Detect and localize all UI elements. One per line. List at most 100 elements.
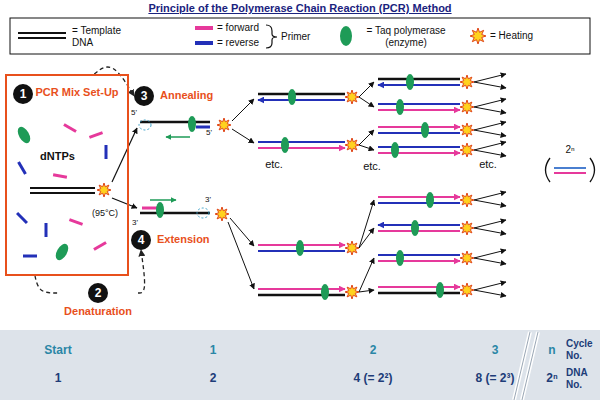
pcr-figure	[15, 25, 594, 400]
taq-enzyme	[321, 284, 329, 300]
cycle-arrow	[474, 130, 506, 136]
break-mark	[514, 332, 538, 400]
cycle-arrow	[474, 107, 506, 113]
cycle-arrow	[474, 82, 506, 88]
cycle-arrow	[474, 250, 506, 258]
cycle-arrow	[474, 200, 506, 206]
heating-star	[345, 241, 359, 255]
bracket	[546, 158, 551, 182]
reverse-strand	[378, 224, 460, 226]
cycle-arrow	[359, 290, 374, 292]
template-strand	[378, 78, 460, 81]
taq-enzyme	[411, 220, 419, 236]
cycle-arrow	[474, 142, 506, 150]
table-band	[0, 330, 600, 400]
cycle-arrow	[474, 74, 506, 82]
cycle-arrow	[359, 228, 374, 248]
forward-strand	[378, 286, 460, 288]
process-box: 1PCR Mix Set-Up dNTPs	[5, 74, 129, 276]
step-arrow	[112, 198, 137, 208]
taq-enzyme	[396, 250, 404, 266]
cycle-arrow	[474, 228, 506, 234]
heating-star	[460, 123, 474, 137]
binding-site	[139, 120, 151, 130]
heating-star	[460, 75, 474, 89]
heating-star	[215, 207, 229, 221]
reverse-strand	[258, 99, 345, 101]
step-circle: 1	[13, 84, 33, 104]
taq-enzyme	[396, 99, 404, 115]
table-cell: n	[548, 343, 555, 357]
primer-piece	[53, 173, 67, 178]
forward-primer	[142, 207, 158, 210]
legend-text: = reverse	[217, 37, 259, 49]
table-cell: 8 (= 2³)	[475, 371, 514, 385]
box-heading: PCR Mix Set-Up	[31, 86, 123, 99]
legend-template-sample	[18, 32, 66, 34]
table-cell: 1	[55, 371, 62, 385]
taq-enzyme	[156, 202, 164, 218]
forward-strand	[378, 196, 460, 198]
box-text: dNTPs	[40, 150, 75, 162]
taq-enzyme	[281, 137, 289, 153]
taq-enzyme	[53, 242, 71, 263]
forward-strand	[378, 260, 460, 262]
primer-piece	[69, 218, 83, 226]
heating-star	[345, 285, 359, 299]
reverse-strand	[378, 146, 460, 148]
step-circle: 4Extension	[131, 230, 210, 250]
legend-swatch	[195, 41, 213, 45]
taq-enzyme	[188, 116, 196, 132]
direction-arrow	[166, 136, 190, 138]
taq-enzyme	[391, 142, 399, 158]
primer-piece	[89, 131, 103, 139]
legend-frame	[10, 18, 590, 54]
table-cell: 3	[492, 343, 499, 357]
primer-piece	[63, 123, 77, 133]
reverse-strand	[378, 254, 460, 256]
product-strand	[554, 172, 586, 174]
cycle-arrow	[474, 282, 506, 290]
cycle-arrow	[359, 97, 374, 107]
step-circle: 3Annealing	[134, 86, 213, 106]
cycle-arrow	[359, 200, 374, 248]
taq-enzyme	[426, 192, 434, 208]
table-cell: Cycle No.	[566, 338, 598, 362]
cycle-arrow	[228, 222, 254, 289]
legend-template-sample	[18, 37, 66, 39]
reverse-strand	[378, 84, 460, 86]
step-heading: Extension	[157, 233, 210, 246]
taq-enzyme	[436, 282, 444, 298]
cycle-arrow	[474, 150, 506, 156]
table-cell: 4 (= 2²)	[353, 371, 392, 385]
primer-piece	[17, 161, 27, 175]
diagram-title: Principle of the Polymerase Chain Reacti…	[0, 2, 600, 14]
dashed-connector	[35, 276, 58, 293]
table-cell: 1	[210, 343, 217, 357]
cycle-arrow	[474, 192, 506, 200]
table-cell: DNA No.	[566, 367, 598, 391]
heating-star	[97, 183, 111, 197]
legend-text: = Heating	[490, 30, 533, 42]
forward-strand	[258, 147, 345, 149]
legend-text: = Taq polymerase (enzyme)	[358, 25, 454, 49]
table-cell: 2ⁿ	[546, 371, 557, 385]
reverse-strand	[258, 141, 345, 143]
bracket	[590, 158, 595, 182]
primer-piece	[105, 145, 108, 159]
template-strand	[258, 294, 345, 297]
legend-text: = Template DNA	[72, 25, 130, 49]
heating-star	[460, 143, 474, 157]
cycle-arrow	[230, 218, 254, 246]
step-number: 2	[88, 283, 108, 303]
figure-label: (95°C)	[92, 208, 118, 219]
figure-label: 5'	[131, 108, 137, 118]
reverse-strand	[378, 103, 460, 105]
forward-strand	[378, 126, 460, 128]
cycle-arrow	[474, 220, 506, 228]
step-heading: Denaturation	[64, 305, 132, 318]
table-cell: 2	[210, 371, 217, 385]
template-strand	[140, 212, 210, 215]
